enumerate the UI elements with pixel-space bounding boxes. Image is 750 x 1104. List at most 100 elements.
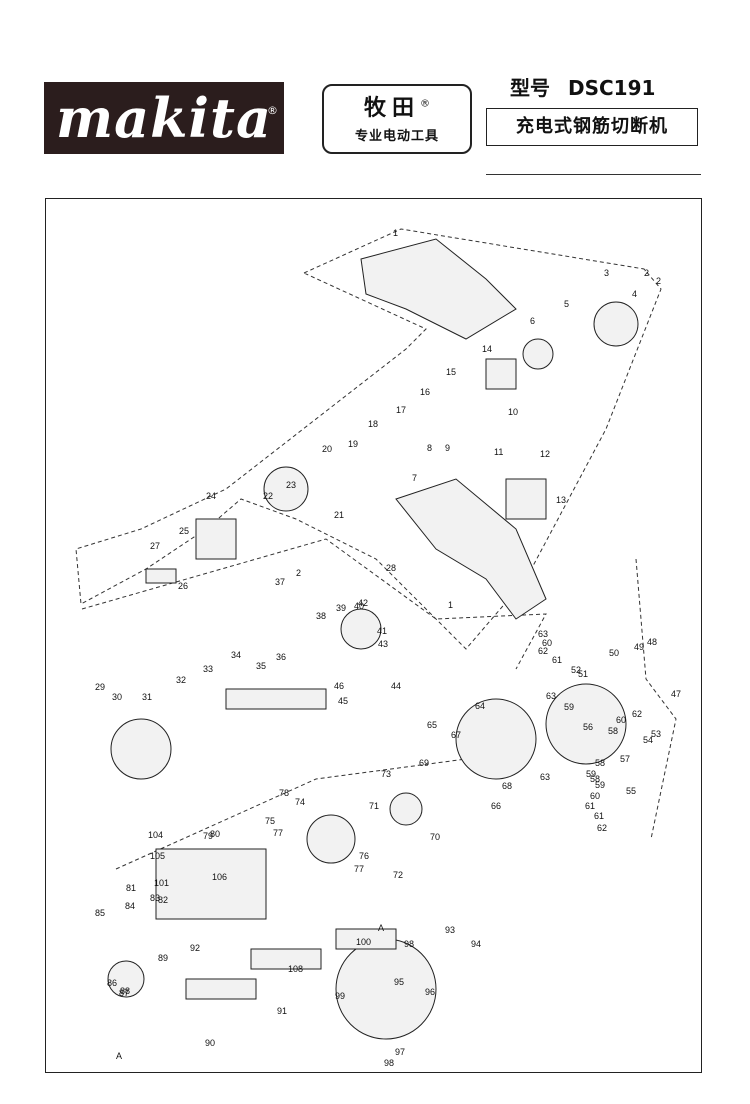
part-number-label: 43 — [378, 639, 388, 649]
part-number-label: 13 — [556, 495, 566, 505]
part-number-label: 49 — [634, 642, 644, 652]
part-number-label: 22 — [263, 491, 273, 501]
part-number-label: A — [378, 923, 384, 933]
part-number-label: 61 — [552, 655, 562, 665]
part-number-label: 14 — [482, 344, 492, 354]
part-number-label: 69 — [419, 758, 429, 768]
part-number-label: 105 — [150, 851, 165, 861]
part-number-label: 51 — [578, 669, 588, 679]
part-number-label: 97 — [395, 1047, 405, 1057]
part-number-label: 90 — [205, 1038, 215, 1048]
part-number-label: 63 — [538, 629, 548, 639]
part-number-label: 71 — [369, 801, 379, 811]
part-number-label: 75 — [265, 816, 275, 826]
part-number-label: 48 — [647, 637, 657, 647]
part-number-label: 85 — [95, 908, 105, 918]
part-number-label: 60 — [616, 715, 626, 725]
part-number-label: 11 — [494, 447, 503, 457]
part-number-label: 1 — [393, 228, 398, 238]
model-line: 型号 DSC191 — [510, 72, 655, 101]
part-number-label: 62 — [538, 646, 548, 656]
part-number-label: 21 — [334, 510, 344, 520]
part-number-label: 65 — [427, 720, 437, 730]
part-number-label: 80 — [210, 829, 220, 839]
part-number-label: 31 — [142, 692, 152, 702]
part-number-label: 34 — [231, 650, 241, 660]
part-number-label: 89 — [158, 953, 168, 963]
part-number-label: 17 — [396, 405, 406, 415]
part-shapes — [107, 238, 639, 1040]
part-number-label: 3 — [604, 268, 609, 278]
part-number-label: 46 — [334, 681, 344, 691]
part-number-label: 63 — [540, 772, 550, 782]
brand-name: 牧田 — [363, 96, 420, 121]
part-number-label: 58 — [595, 758, 605, 768]
part-number-label: 94 — [471, 939, 481, 949]
part-number-label: 54 — [643, 735, 653, 745]
part-number-label: 59 — [595, 780, 605, 790]
part-number-label: 88 — [120, 986, 130, 996]
part-number-label: 67 — [451, 730, 461, 740]
part-number-label: 6 — [530, 316, 535, 326]
part-number-label: 35 — [256, 661, 266, 671]
part-number-label: 56 — [583, 722, 593, 732]
part-number-label: 52 — [571, 665, 581, 675]
part-number-label: 25 — [179, 526, 189, 536]
part-number-label: 41 — [377, 626, 387, 636]
part-number-label: 62 — [597, 823, 607, 833]
part-number-label: 59 — [564, 702, 574, 712]
part-number-label: 68 — [502, 781, 512, 791]
part-number-label: 57 — [620, 754, 630, 764]
part-number-label: 23 — [286, 480, 296, 490]
part-number-label: 77 — [273, 828, 283, 838]
part-number-label: 12 — [540, 449, 550, 459]
part-number-label: 104 — [148, 830, 163, 840]
part-number-label: 28 — [386, 563, 396, 573]
part-number-label: 58 — [590, 774, 600, 784]
part-number-label: 77 — [354, 864, 364, 874]
part-number-label: 91 — [277, 1006, 287, 1016]
part-number-label: 44 — [391, 681, 401, 691]
part-number-label: 33 — [203, 664, 213, 674]
part-number-label: 81 — [126, 883, 136, 893]
part-number-label: 47 — [671, 689, 681, 699]
part-number-label: 59 — [586, 769, 596, 779]
part-number-label: 76 — [359, 851, 369, 861]
part-number-label: 60 — [542, 638, 552, 648]
part-number-label: 96 — [425, 987, 435, 997]
part-number-label: 50 — [609, 648, 619, 658]
part-number-label: 61 — [585, 801, 595, 811]
part-number-label: 74 — [295, 797, 305, 807]
part-number-label: 1 — [448, 600, 453, 610]
part-number-label: 40 — [354, 601, 364, 611]
model-number: DSC191 — [568, 76, 656, 100]
part-number-label: 36 — [276, 652, 286, 662]
part-number-label: 29 — [95, 682, 105, 692]
part-number-label: A — [116, 1051, 122, 1061]
logo-registered-mark: ® — [267, 104, 278, 117]
part-number-label: 79 — [203, 831, 213, 841]
header-rule — [486, 174, 701, 175]
part-number-label: 95 — [394, 977, 404, 987]
part-number-label: 9 — [445, 443, 450, 453]
part-number-label: 62 — [632, 709, 642, 719]
part-number-label: 55 — [626, 786, 636, 796]
part-number-label: 4 — [632, 289, 637, 299]
part-number-label: 30 — [112, 692, 122, 702]
logo-wordmark: makita — [56, 86, 272, 150]
part-number-label: 45 — [338, 696, 348, 706]
part-number-label: 83 — [150, 893, 160, 903]
part-number-label: 70 — [430, 832, 440, 842]
part-number-label: 108 — [288, 964, 303, 974]
part-number-label: 99 — [335, 991, 345, 1001]
part-number-label: 72 — [393, 870, 403, 880]
part-number-label: 98 — [384, 1058, 394, 1068]
model-label: 型号 — [510, 76, 550, 100]
part-number-label: 8 — [427, 443, 432, 453]
part-number-label: 16 — [420, 387, 430, 397]
part-number-label: 19 — [348, 439, 358, 449]
part-number-label: 53 — [651, 729, 661, 739]
